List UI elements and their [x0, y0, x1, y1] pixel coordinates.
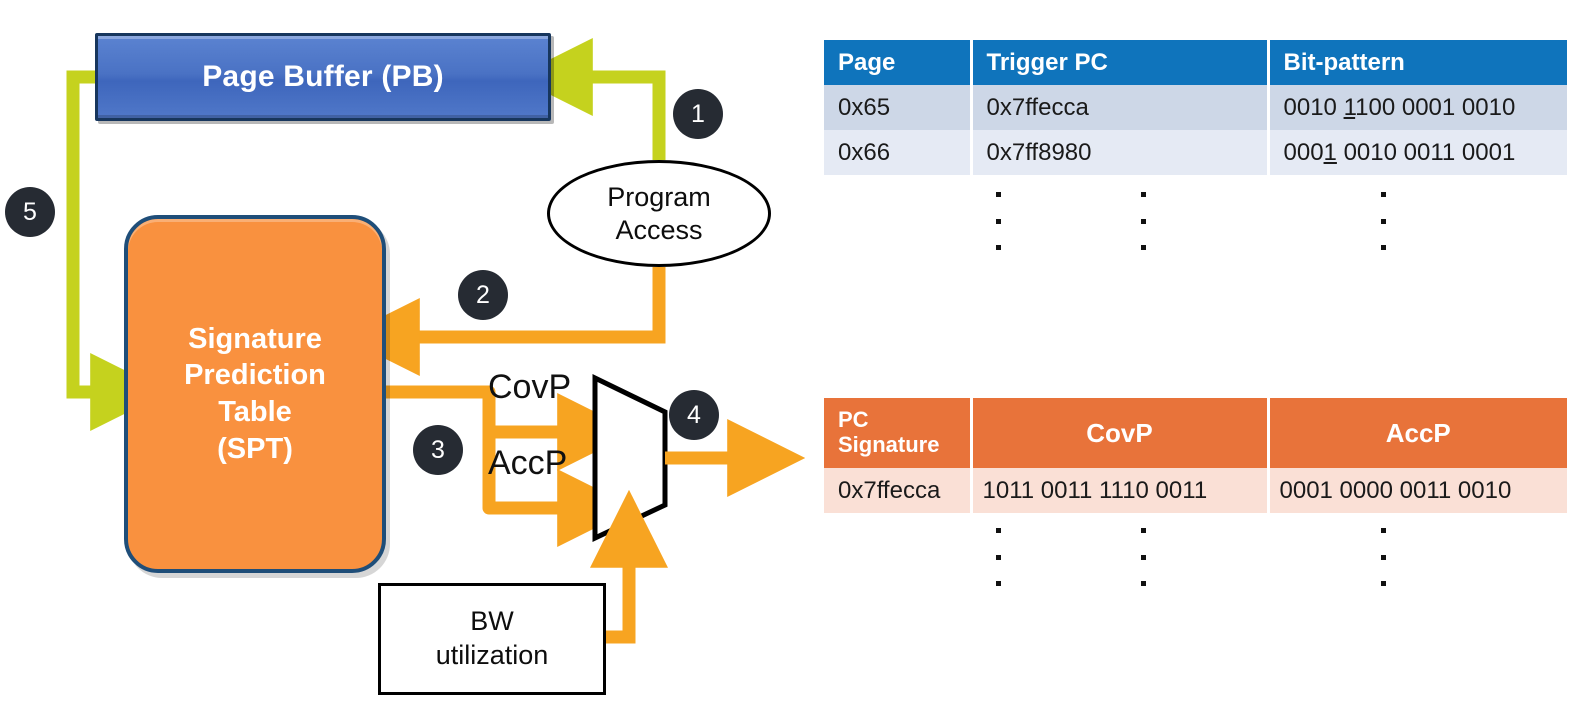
bw-utilization-box: BW utilization: [378, 583, 606, 695]
column-header-pc-signature-line2: Signature: [838, 432, 940, 457]
cell-bit-pattern: 0010 1100 0001 0010: [1268, 85, 1567, 130]
cell-trigger-pc: 0x7ffecca: [971, 85, 1270, 130]
spt-label-line2: Prediction: [184, 359, 326, 392]
spt-table-ellipsis-col3: [1381, 528, 1386, 586]
bits-underlined: 1: [1323, 138, 1337, 166]
page-buffer-table-ellipsis-col3: [1381, 192, 1386, 250]
page-buffer-table-ellipsis-col2: [1141, 192, 1146, 250]
bits-underlined: 1: [1343, 93, 1356, 121]
arrow-3-spt-to-mux-inputs: [386, 385, 636, 547]
cell-trigger-pc: 0x7ff8980: [971, 130, 1270, 175]
spt-label-line4: (SPT): [217, 432, 293, 465]
cell-accp: 0001 0000 0011 0010: [1268, 468, 1567, 513]
arrow-2-program-access-to-spt: [341, 267, 666, 376]
table-header-row: PC Signature CovP AccP: [824, 398, 1567, 468]
column-header-accp: AccP: [1268, 398, 1567, 468]
column-header-page: Page: [824, 40, 973, 85]
step-badge-5: 5: [5, 187, 55, 237]
spt-label-line1: Signature: [188, 322, 322, 355]
step-badge-4: 4: [669, 390, 719, 440]
bw-utilization-line1: BW: [470, 606, 514, 637]
mux-selector: [592, 374, 668, 542]
mux-input-covp-label: CovP: [488, 368, 572, 406]
table-row: 0x65 0x7ffecca 0010 1100 0001 0010: [824, 85, 1567, 130]
cell-pc-signature: 0x7ffecca: [824, 468, 973, 513]
program-access-line2: Access: [615, 214, 703, 245]
spt-label-line3: Table: [218, 396, 292, 428]
mux-input-accp-label: AccP: [488, 444, 568, 482]
table-header-row: Page Trigger PC Bit-pattern: [824, 40, 1567, 85]
spt-table-ellipsis-col2: [1141, 528, 1146, 586]
arrow-5-page-buffer-to-spt: [66, 70, 169, 431]
page-buffer-label: Page Buffer (PB): [202, 60, 444, 93]
table-row: 0x66 0x7ff8980 0001 0010 0011 0001: [824, 130, 1567, 175]
column-header-covp: CovP: [971, 398, 1270, 468]
arrow-bw-utilization-to-mux: [590, 489, 668, 644]
cell-covp: 1011 0011 1110 0011: [971, 468, 1270, 513]
page-buffer-table: Page Trigger PC Bit-pattern 0x65 0x7ffec…: [824, 40, 1567, 175]
step-badge-3: 3: [413, 425, 463, 475]
spt-table: PC Signature CovP AccP 0x7ffecca 1011 00…: [824, 398, 1567, 513]
spt-table-ellipsis-col1: [996, 528, 1001, 586]
program-access-line1: Program: [607, 181, 711, 212]
program-access-ellipse: Program Access: [547, 160, 771, 267]
arrow-1-program-access-to-page-buffer: [514, 38, 666, 160]
page-buffer-box: Page Buffer (PB): [95, 33, 551, 121]
cell-page: 0x66: [824, 130, 973, 175]
cell-bit-pattern: 0001 0010 0011 0001: [1268, 130, 1567, 175]
column-header-pc-signature: PC Signature: [824, 398, 973, 468]
step-badge-1: 1: [673, 89, 723, 139]
column-header-pc-signature-line1: PC: [838, 407, 869, 433]
bw-utilization-line2: utilization: [435, 640, 549, 670]
bits-post: 0010 0011 0001: [1336, 138, 1516, 166]
signature-prediction-table-box: Signature Prediction Table (SPT): [124, 215, 386, 573]
page-buffer-table-ellipsis-col1: [996, 192, 1001, 250]
step-badge-2: 2: [458, 270, 508, 320]
table-row: 0x7ffecca 1011 0011 1110 0011 0001 0000 …: [824, 468, 1567, 513]
bits-pre: 000: [1283, 138, 1324, 166]
column-header-trigger-pc: Trigger PC: [971, 40, 1270, 85]
bits-pre: 0010: [1283, 93, 1344, 121]
column-header-bit-pattern: Bit-pattern: [1268, 40, 1567, 85]
cell-page: 0x65: [824, 85, 973, 130]
bits-post: 100 0001 0010: [1355, 93, 1516, 121]
